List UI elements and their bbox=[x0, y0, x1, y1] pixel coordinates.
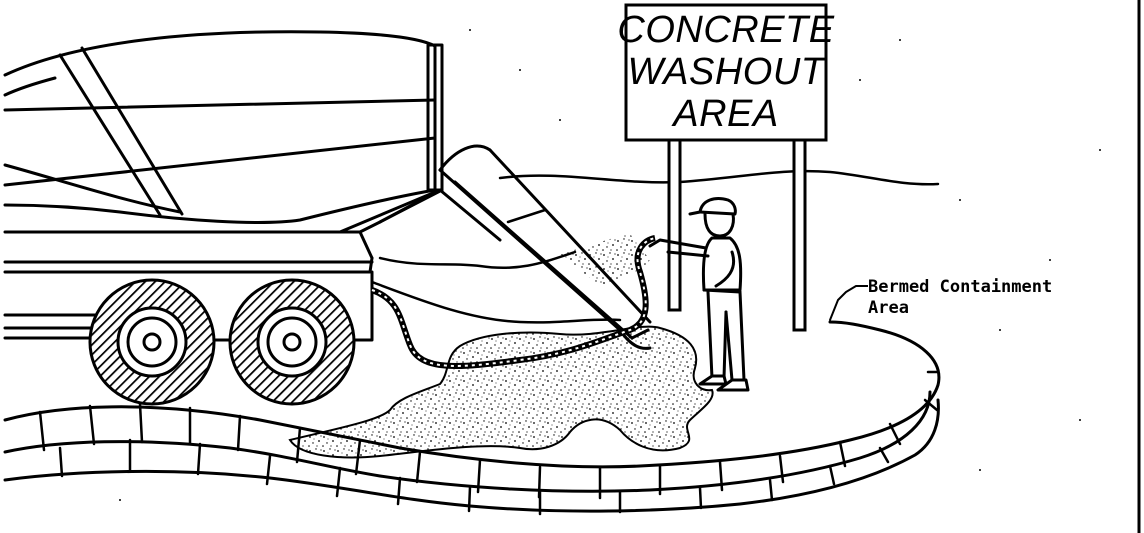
truck-wheel-rear bbox=[230, 280, 354, 404]
callout-line-2: Area bbox=[868, 298, 909, 318]
mixer-truck-icon bbox=[5, 32, 500, 404]
callout-line-1: Bermed Containment bbox=[868, 277, 1052, 297]
pit-back-edge bbox=[372, 282, 620, 322]
callout-leader bbox=[830, 286, 856, 320]
background-hills bbox=[500, 171, 938, 184]
sign-line-3: AREA bbox=[671, 93, 778, 135]
sign-line-1: CONCRETE bbox=[617, 9, 834, 51]
sign-line-2: WASHOUT bbox=[627, 51, 826, 93]
truck-wheel-front bbox=[90, 280, 214, 404]
